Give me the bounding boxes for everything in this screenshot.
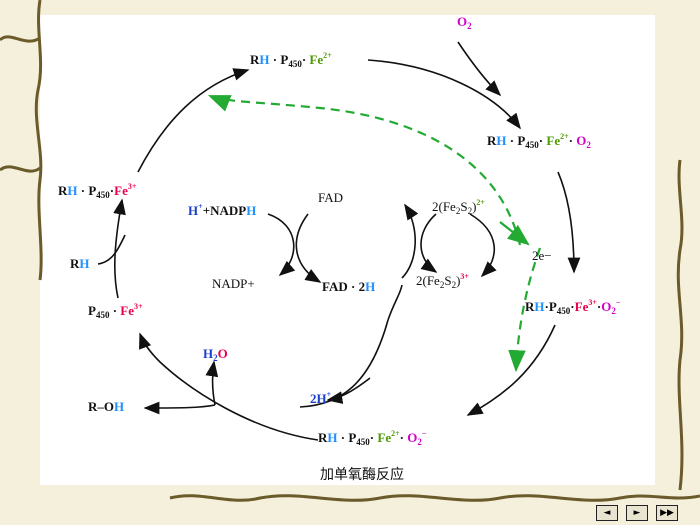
fes-reduced-label: 2(Fe2S2)2+ [432, 198, 485, 216]
complex-rh-p450-fe2: RH · P450· Fe2+ [250, 51, 332, 69]
fad-label: FAD [318, 190, 344, 205]
rh-text: RH [250, 52, 270, 67]
arrow-2h-link [387, 284, 403, 321]
nadph-label: H++NADPH [188, 202, 257, 218]
fad-2h-label: FAD · 2H [322, 279, 376, 294]
arrow-fes-to-electron [499, 221, 530, 246]
electron-label: 2e− [532, 248, 552, 263]
arrow-fad-to-fad2h [295, 213, 322, 283]
arrow-rh-in [97, 234, 126, 265]
arrow-fes-ox-to-red [420, 213, 438, 273]
rh-substrate-label: RH [70, 256, 90, 271]
complex-rh-p450-fe3: RH · P450·Fe3+ [58, 182, 137, 200]
product-roh-label: R–OH [88, 399, 125, 414]
electron-path-to-bottom [508, 247, 542, 373]
end-slide-button[interactable]: ▶▶ [656, 505, 678, 521]
next-slide-button[interactable]: ► [626, 505, 648, 521]
arrow-h2o-out [205, 360, 219, 406]
arrow-fes-red-to-ox [469, 213, 497, 278]
arrow-top-to-right1 [367, 59, 521, 130]
electron-path-to-top [207, 94, 522, 246]
left-vine-branches [0, 35, 41, 173]
p450-fe3-label: P450 · Fe3+ [88, 302, 143, 320]
fes-oxidized-label: 2(Fe2S2)3+ [416, 272, 469, 290]
arrow-roh-out [143, 401, 216, 415]
protons-label: 2H+ [310, 390, 332, 406]
water-label: H2O [203, 346, 228, 363]
complex-rh-p450-fe3-superoxide: RH·P450·Fe3+·O2− [525, 298, 621, 316]
arrow-2h-from-center [299, 319, 389, 408]
o2-input-label: O2 [457, 14, 472, 31]
prev-slide-button[interactable]: ◄ [596, 505, 618, 521]
bottom-vine [169, 494, 700, 502]
arrow-fad2h-to-fad [401, 203, 419, 279]
right-vine [676, 159, 684, 491]
left-vine [34, 0, 43, 281]
arrow-left1-to-top [137, 68, 250, 173]
arrow-nadph-to-nadp [267, 213, 296, 277]
arrow-o2-in [457, 41, 502, 97]
complex-rh-p450-fe2-superoxide: RH · P450· Fe2+· O2− [318, 429, 427, 447]
complex-rh-p450-fe2-o2: RH · P450· Fe2+· O2 [487, 132, 591, 150]
arrow-2h-in [326, 377, 371, 404]
arrow-right1-to-right2 [557, 171, 581, 274]
caption: 加单氧酶反应 [320, 467, 404, 483]
arrow-right2-to-bottom [466, 324, 556, 416]
arrow-bottom-to-left2 [139, 332, 319, 441]
p450-text: P450 [280, 52, 302, 69]
fe2-text: Fe2+ [309, 51, 332, 67]
nadp-label: NADP+ [212, 276, 255, 291]
content-panel [40, 15, 655, 485]
